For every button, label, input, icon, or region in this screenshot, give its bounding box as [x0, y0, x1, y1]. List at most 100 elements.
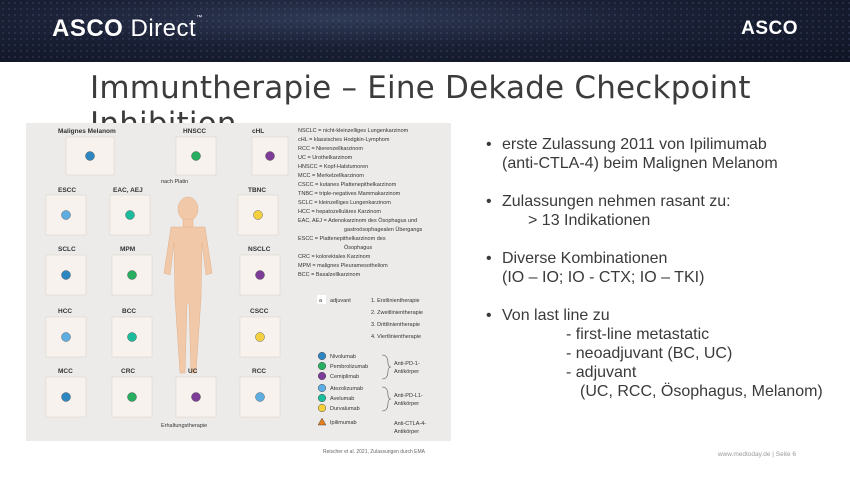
panel-label: CRC [121, 368, 135, 375]
drug-legend-marker [318, 404, 327, 413]
asco-direct-logo: ASCO Direct™ [52, 15, 203, 42]
panel-label: BCC [122, 308, 136, 315]
bullet-text: > 13 Indikationen [528, 212, 651, 229]
bullet-text: - first-line metastatic [566, 326, 710, 343]
drug-marker [85, 151, 95, 161]
panel-label: RCC [252, 368, 266, 375]
bullet-item: erste Zulassung 2011 von Ipilimumab (ant… [486, 135, 836, 173]
panel-icons [45, 136, 289, 418]
drug-legend-label: Nivolumab [330, 354, 356, 360]
bullet-text: erste Zulassung 2011 von Ipilimumab [502, 136, 767, 153]
drug-legend-marker [317, 417, 327, 426]
abbreviation-line: ESCC = Plattenepithelkarzinom des [298, 236, 386, 242]
figure-caption: Reischer et al. 2021, Zulassungen durch … [323, 449, 425, 455]
drug-marker [191, 151, 201, 161]
maintenance-note: Erhaltungstherapie [161, 423, 207, 429]
drug-marker [61, 392, 71, 402]
panel-label: HCC [58, 308, 72, 315]
bullet-text: - adjuvant [566, 364, 637, 381]
line-4-label: 4. Viertlinientherapie [371, 334, 421, 340]
line-1-label: 1. Erstlinientherapie [371, 298, 420, 304]
abbreviation-line: HCC = hepatozelluläres Karzinom [298, 209, 381, 215]
abbreviation-list: NSCLC = nicht-kleinzelliges Lungenkarzin… [298, 128, 423, 278]
bullet-item: Von last line zu - first-line metastatic… [486, 306, 836, 401]
abbreviation-line: MPM = malignes Pleuramesotheliom [298, 263, 388, 269]
anti-pdl1-label: Anti-PD-L1- [394, 393, 423, 399]
drug-marker [255, 332, 265, 342]
drug-legend-label: Pembrolizumab [330, 364, 368, 370]
bullet-text: Von last line zu [502, 307, 610, 324]
panel-label: cHL [252, 128, 264, 135]
drug-marker [127, 332, 137, 342]
figure-svg: Malignes Melanom HNSCC cHL ESCC EAC, AEJ… [45, 128, 426, 435]
drug-legend-marker [318, 361, 327, 370]
header-pattern [0, 0, 850, 62]
drug-legend-marker [318, 351, 327, 360]
bullet-text: Diverse Kombinationen [502, 250, 668, 267]
footer-text: www.medtoday.de | Seite 6 [717, 451, 796, 458]
anti-pd1-label: Antikörper [394, 369, 419, 375]
bullet-text: (UC, RCC, Ösophagus, Melanom) [580, 383, 823, 400]
drug-legend-label: Ipilimumab [330, 420, 357, 426]
abbreviation-line: Ösophagus [344, 244, 372, 251]
drug-legend-label: Durvalumab [330, 406, 360, 412]
drug-legend-marker [318, 384, 327, 393]
drug-marker [61, 270, 71, 280]
abbreviation-line: gastroösophagealen Übergangs [344, 226, 423, 233]
abbreviation-line: BCC = Basalzellkarzinom [298, 272, 361, 278]
adjuvant-box [317, 295, 326, 304]
abbreviation-line: CRC = kolorektales Karzinom [298, 254, 371, 260]
anti-ctla4-label: Anti-CTLA-4- [394, 421, 426, 427]
panel-label: SCLC [58, 246, 76, 253]
abbreviation-line: RCC = Nierenzellkarzinom [298, 146, 363, 152]
drug-marker [191, 392, 201, 402]
abbreviation-line: CSCC = kutanes Plattenepithelkarzinom [298, 182, 397, 188]
organ-panel-box [239, 376, 281, 418]
bullet-text: (anti-CTLA-4) beim Malignen Melanom [502, 155, 778, 172]
anti-ctla4-label: Antikörper [394, 429, 419, 435]
abbreviation-line: EAC, AEJ = Adenokarzinom des Ösophagus u… [298, 217, 417, 224]
drug-legend-marker [318, 371, 327, 380]
abbreviation-line: NSCLC = nicht-kleinzelliges Lungenkarzin… [298, 128, 409, 134]
after-platinum-note: nach Platin [161, 179, 188, 185]
panel-label: Malignes Melanom [58, 128, 116, 135]
abbreviation-line: SCLC = kleinzelliges Lungenkarzinom [298, 200, 391, 206]
panel-label: CSCC [250, 308, 269, 315]
abbreviation-line: TNBC = triple-negatives Mammakarzinom [298, 191, 401, 197]
bullet-text: (IO – IO; IO - CTX; IO – TKI) [502, 269, 705, 286]
panel-label: TBNC [248, 187, 266, 194]
therapy-line-legend: a adjuvant 1. Erstlinientherapie 2. Zwei… [317, 295, 423, 340]
asco-logo: ASCO [741, 18, 798, 39]
drug-marker [127, 392, 137, 402]
panel-label: MCC [58, 368, 73, 375]
header-bar: ASCO Direct™ ASCO [0, 0, 850, 62]
panel-label: ESCC [58, 187, 76, 194]
line-3-label: 3. Drittlinientherapie [371, 322, 420, 328]
human-body-illustration [163, 196, 213, 374]
abbreviation-line: MCC = Merkelzellkarzinom [298, 173, 364, 179]
organ-panel-box [65, 136, 115, 176]
drug-marker [255, 270, 265, 280]
abbreviation-line: UC = Urothelkarzinom [298, 155, 353, 161]
drug-marker [61, 332, 71, 342]
panel-label: UC [188, 368, 198, 375]
bullet-text: Zulassungen nehmen rasant zu: [502, 193, 731, 210]
panel-label: EAC, AEJ [113, 187, 143, 194]
drug-legend-label: Atezolizumab [330, 386, 363, 392]
drug-marker [255, 392, 265, 402]
bullet-list: erste Zulassung 2011 von Ipilimumab (ant… [486, 135, 836, 401]
drug-marker [125, 210, 135, 220]
drug-legend-marker [318, 394, 327, 403]
bullet-item: Zulassungen nehmen rasant zu: > 13 Indik… [486, 192, 836, 230]
anti-pdl1-label: Antikörper [394, 401, 419, 407]
drug-marker [253, 210, 263, 220]
anti-pd1-label: Anti-PD-1- [394, 361, 420, 367]
drug-marker [61, 210, 71, 220]
adjuvant-label: adjuvant [330, 298, 351, 304]
bullet-text: - neoadjuvant (BC, UC) [566, 345, 733, 362]
panel-label: MPM [120, 246, 135, 253]
abbreviation-line: HNSCC = Kopf-Halstumoren [298, 164, 368, 170]
checkpoint-approval-figure: Malignes Melanom HNSCC cHL ESCC EAC, AEJ… [26, 123, 451, 441]
drug-legend-label: Avelumab [330, 396, 354, 402]
abbreviation-line: cHL = klassisches Hodgkin-Lymphom [298, 137, 390, 143]
